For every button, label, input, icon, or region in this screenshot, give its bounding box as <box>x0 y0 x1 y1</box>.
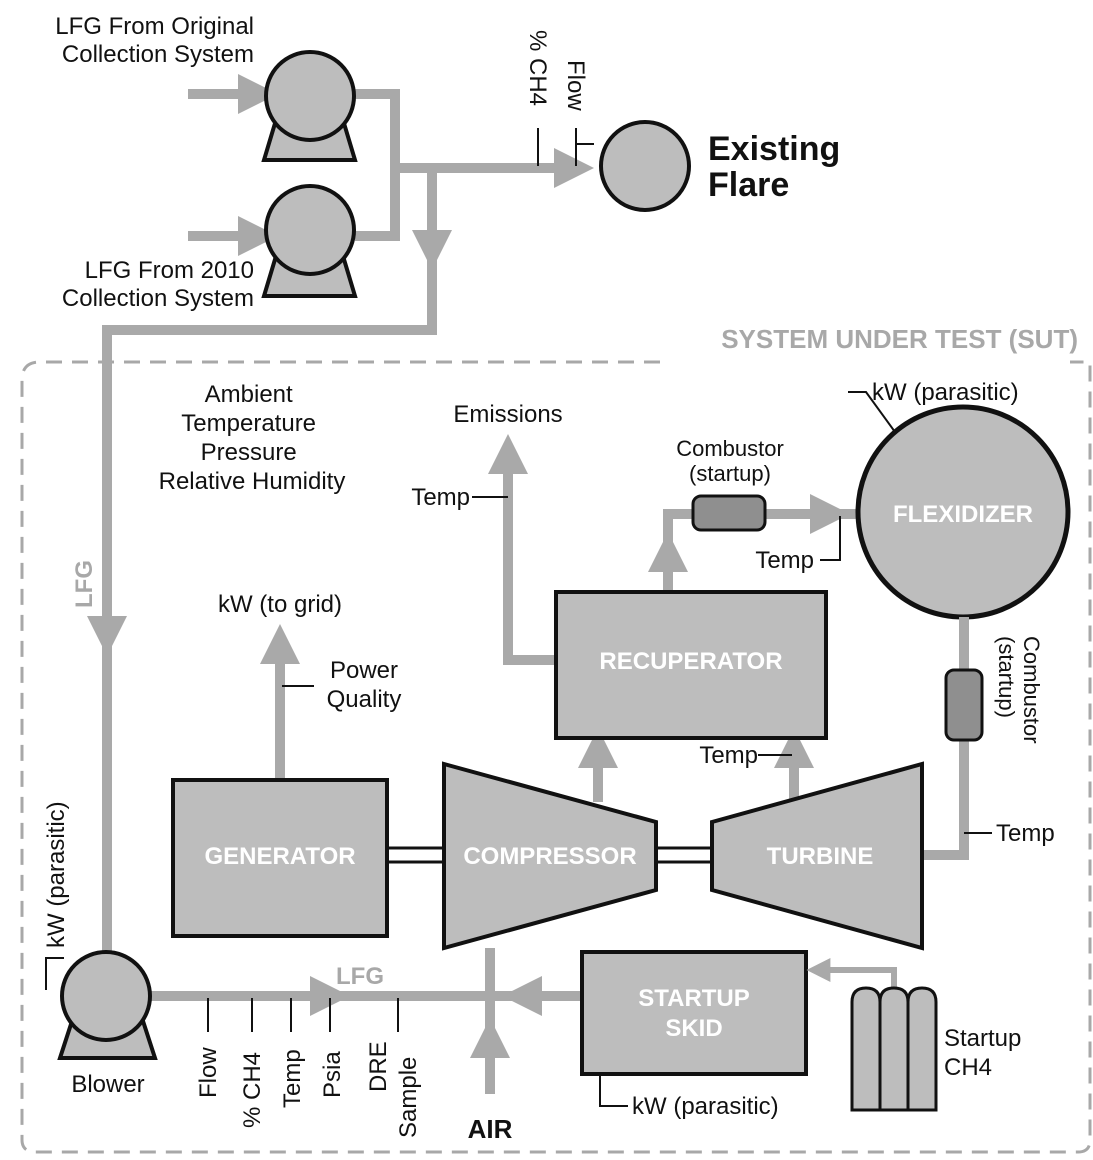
combustor-top-label: Combustor(startup) <box>676 436 784 486</box>
blower-icon-new <box>261 184 358 298</box>
kw-to-grid-label: kW (to grid) <box>218 591 342 618</box>
blower-icon <box>57 950 158 1060</box>
turbine <box>710 761 924 951</box>
turbine-label: TURBINE <box>767 843 874 870</box>
flexidizer-kw-tick <box>848 391 896 433</box>
header-pipe <box>355 89 400 241</box>
lfg-feed-label: LFG <box>336 963 384 990</box>
exhaust-temp-label: Temp <box>411 484 470 511</box>
flare-ch4-label: % CH4 <box>524 30 551 106</box>
startup-skid <box>580 950 808 1076</box>
compressor <box>442 761 658 951</box>
sut-label: SYSTEM UNDER TEST (SUT) <box>721 324 1078 354</box>
turbine-exhaust-temp-label: Temp <box>699 742 758 769</box>
blower-kw-tick <box>45 957 64 990</box>
compressor-label: COMPRESSOR <box>463 843 636 870</box>
flare-flow-label: Flow <box>562 60 589 111</box>
blower-label: Blower <box>71 1071 144 1098</box>
flow-label: Flow <box>195 1047 222 1098</box>
generator-label: GENERATOR <box>204 843 355 870</box>
ch4-label: % CH4 <box>239 1052 266 1128</box>
recuperator-label: RECUPERATOR <box>599 648 782 675</box>
flexidizer-kw-label: kW (parasitic) <box>872 379 1019 406</box>
blower-icon-original <box>261 50 358 162</box>
blower-kw-label: kW (parasitic) <box>43 801 70 948</box>
recuperator-to-flexidizer-pipe <box>663 509 694 560</box>
ch4-supply-pipe <box>840 967 897 992</box>
startup-kw-tick <box>599 1074 628 1107</box>
exhaust-pipe <box>488 434 556 665</box>
ambient-conditions: Ambient Temperature Pressure Relative Hu… <box>159 381 346 495</box>
generator <box>171 778 389 938</box>
flexidizer-inlet-temp-label: Temp <box>755 547 814 574</box>
temp-label: Temp <box>279 1049 306 1108</box>
combustor-right <box>944 668 984 742</box>
generator-shaft <box>387 846 444 864</box>
turbine-shaft <box>656 846 712 864</box>
lfg-pipe-label: LFG <box>71 560 98 608</box>
flexidizer-inlet-temp-tick <box>820 516 841 561</box>
ch4-cylinders-icon <box>850 986 938 1112</box>
recuperator <box>554 590 828 740</box>
startup-kw-label: kW (parasitic) <box>632 1093 779 1120</box>
flexidizer-label: FLEXIDIZER <box>893 501 1033 528</box>
sut-boundary <box>20 360 1092 1154</box>
flare-icon <box>599 120 691 212</box>
air-label: AIR <box>468 1114 513 1144</box>
turbine-inlet-temp-label: Temp <box>996 820 1055 847</box>
psia-label: Psia <box>319 1051 346 1098</box>
combustor-right-label: Combustor(startup) <box>994 636 1044 744</box>
emissions-label: Emissions <box>453 401 562 428</box>
combustor-top <box>691 494 767 532</box>
